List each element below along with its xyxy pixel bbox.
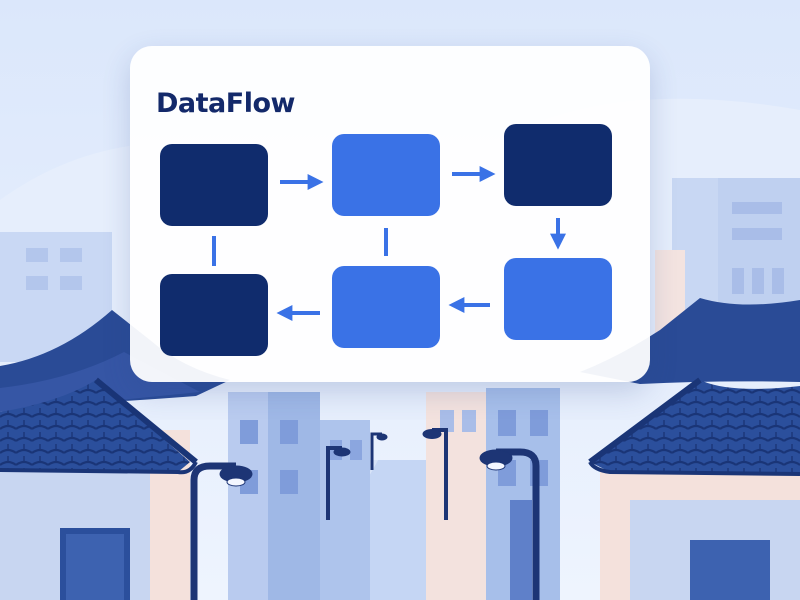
mid-buildings-right	[426, 388, 560, 600]
hanok-house-left	[0, 310, 230, 600]
flow-node-2	[332, 134, 440, 216]
dataflow-panel: DataFlow	[130, 46, 650, 382]
street-lamps	[190, 428, 540, 600]
mid-buildings-left	[228, 392, 370, 600]
flow-node-3	[504, 124, 612, 206]
flow-node-5	[332, 266, 440, 348]
panel-title: DataFlow	[156, 88, 295, 119]
flow-connectors	[212, 166, 566, 321]
flow-node-1	[160, 144, 268, 226]
flow-node-4	[504, 258, 612, 340]
hanok-house-right	[580, 298, 800, 600]
flow-node-6	[160, 274, 268, 356]
